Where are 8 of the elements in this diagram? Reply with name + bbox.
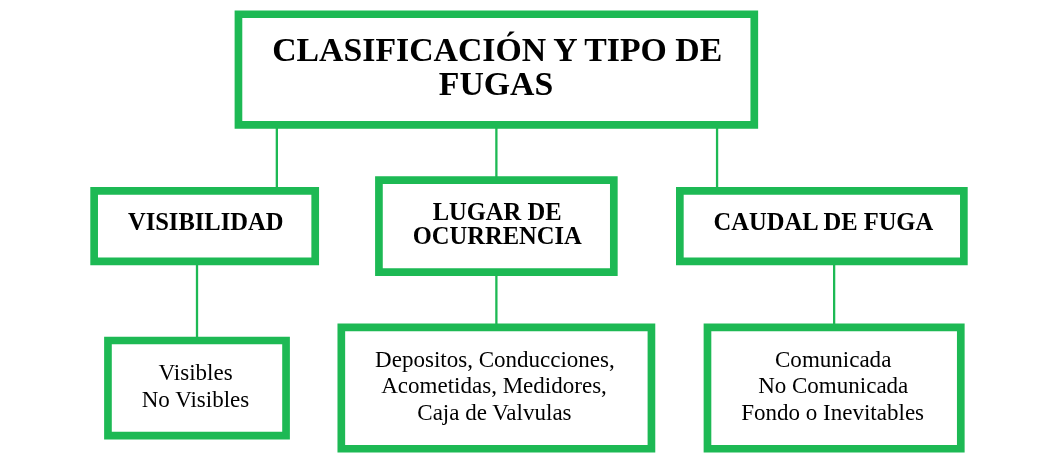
node-box: Depositos, Conducciones, Acometidas, Medidores, Caja de Valvulas xyxy=(337,323,655,453)
connector xyxy=(494,125,498,180)
node-box: CAUDAL DE FUGA xyxy=(675,187,968,266)
node-box: Comunicada No Comunicada Fondo o Inevitables xyxy=(703,323,965,453)
node-box: Visibles No Visibles xyxy=(103,336,290,440)
node-box: LUGAR DE OCURRENCIA xyxy=(374,176,618,276)
node-box: VISIBILIDAD xyxy=(89,187,319,266)
node-box: CLASIFICACIÓN Y TIPO DE FUGAS xyxy=(234,10,758,129)
